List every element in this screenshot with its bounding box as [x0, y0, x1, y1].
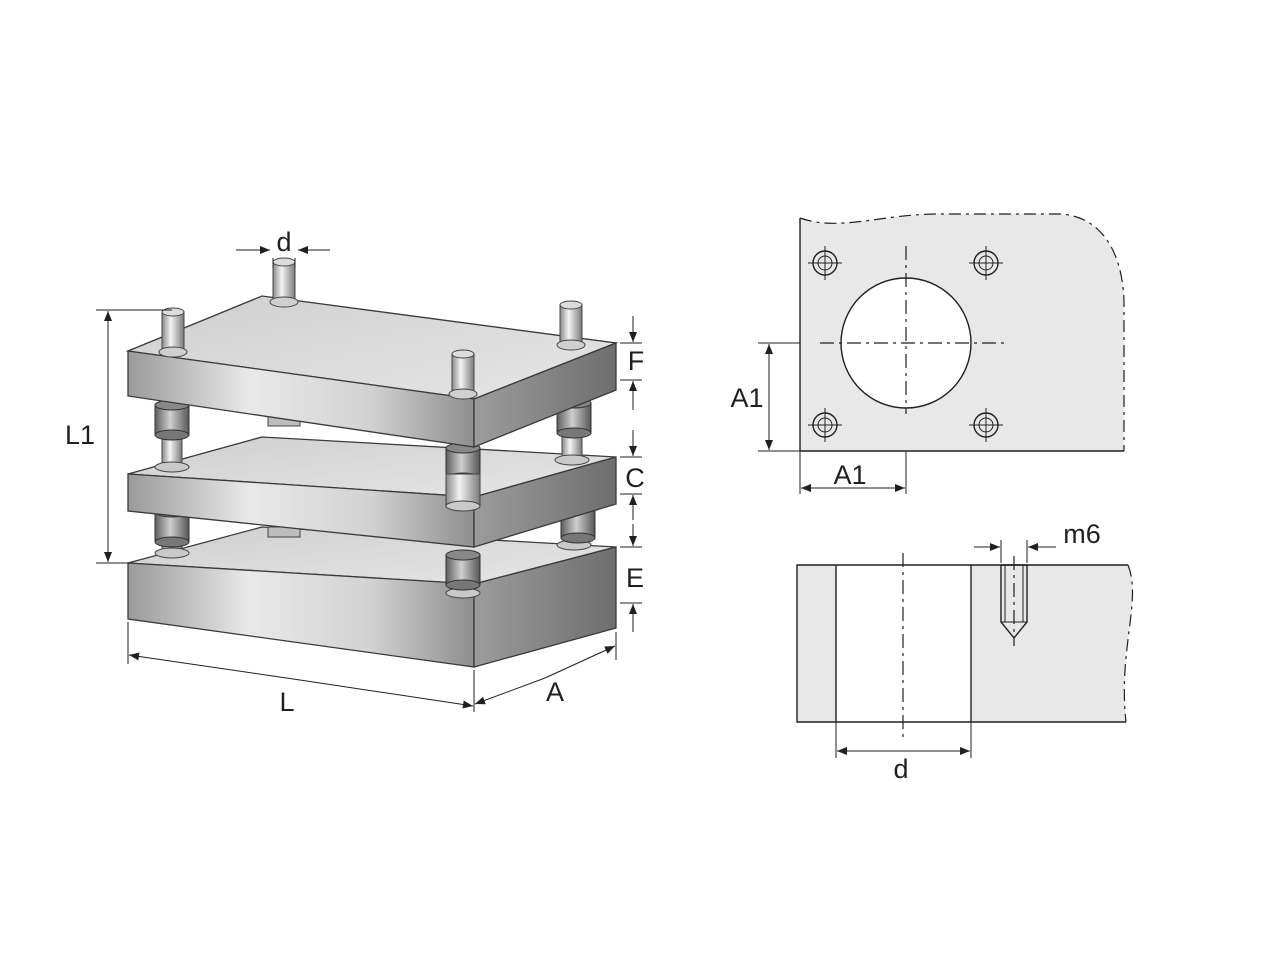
plan-view — [799, 213, 1125, 452]
label-d-section: d — [893, 754, 908, 784]
middle-plate — [127, 436, 617, 548]
dimension-d-section — [835, 722, 972, 758]
label-L1: L1 — [65, 420, 95, 450]
label-A1-horizontal: A1 — [833, 460, 866, 490]
section-view — [796, 553, 1134, 738]
label-F: F — [628, 346, 645, 376]
label-m6: m6 — [1063, 519, 1101, 549]
dimension-L — [127, 622, 475, 712]
tapped-hole — [1000, 556, 1028, 646]
top-plate — [125, 295, 619, 448]
dimension-d-pin — [236, 246, 330, 268]
label-A1-vertical: A1 — [730, 383, 763, 413]
dimension-A1-horizontal — [799, 451, 907, 494]
dimension-m6 — [974, 540, 1056, 563]
dimension-A1-vertical — [758, 342, 800, 452]
label-C: C — [625, 463, 645, 493]
bolt-holes — [808, 246, 1003, 442]
label-A: A — [546, 677, 564, 707]
bottom-plate — [127, 526, 617, 668]
dimension-F-C-E — [620, 316, 642, 632]
dimension-A — [474, 632, 617, 705]
label-d-pin: d — [276, 227, 291, 257]
die-set-3d — [125, 257, 619, 668]
dimension-L1 — [96, 309, 172, 564]
label-L: L — [279, 687, 294, 717]
label-E: E — [626, 563, 644, 593]
